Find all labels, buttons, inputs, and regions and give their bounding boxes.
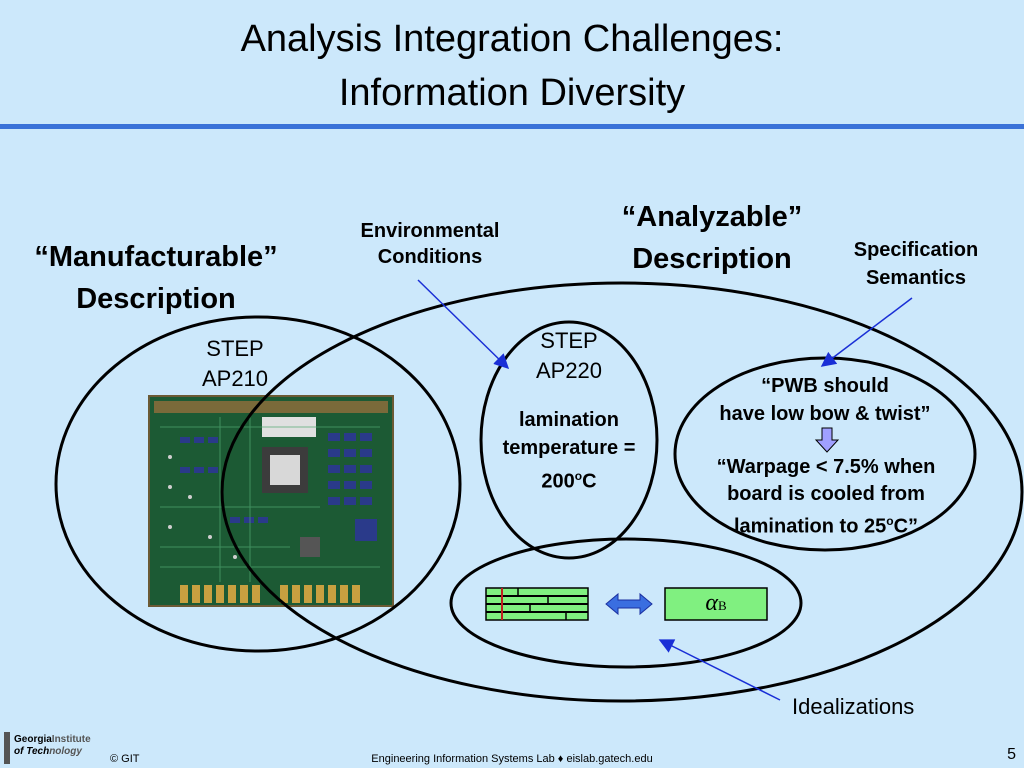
step220-line1: STEP <box>540 328 598 353</box>
lamination-value: 200 <box>541 470 575 493</box>
step-ap210-label: STEP AP210 <box>170 334 300 394</box>
double-arrow-icon <box>605 592 653 616</box>
environmental-line1: Environmental <box>360 220 500 242</box>
lamination-line3: 200oC <box>484 462 654 496</box>
title-divider <box>0 124 1024 129</box>
alpha-symbol: α <box>705 590 718 616</box>
lamination-line1: lamination <box>518 409 619 431</box>
pwb-requirement-text: “PWB should have low bow & twist” <box>690 372 960 428</box>
down-arrow-icon <box>814 427 840 453</box>
warpage-line3: lamination to 25oC” <box>690 508 962 541</box>
environmental-arrow <box>417 279 510 370</box>
environmental-conditions-label: Environmental Conditions <box>330 218 530 270</box>
lamination-temperature-text: lamination temperature = 200oC <box>484 406 654 496</box>
step220-line2: AP220 <box>535 358 603 383</box>
analyzable-line1: “Analyzable” <box>621 201 803 233</box>
pwb-line1: “PWB should <box>761 375 889 397</box>
logo-institute: Institute <box>51 734 91 745</box>
lamination-unit: C <box>582 470 597 493</box>
warpage-requirement-text: “Warpage < 7.5% when board is cooled fro… <box>690 454 962 541</box>
warpage-line2: board is cooled from <box>727 483 925 505</box>
step210-line1: STEP <box>206 336 264 361</box>
manufacturable-line1: “Manufacturable” <box>34 241 278 273</box>
copyright-text: © GIT <box>110 753 140 765</box>
environmental-line2: Conditions <box>377 246 483 268</box>
circuit-board-image <box>148 395 394 607</box>
step-ap220-ellipse <box>479 320 659 560</box>
analyzable-ellipse <box>220 281 1024 703</box>
idealization-ellipse <box>449 537 803 669</box>
idealizations-label: Idealizations <box>792 694 915 719</box>
idealizations-arrow <box>658 639 781 701</box>
alpha-subscript: B <box>717 598 727 613</box>
analyzable-line2: Description <box>632 243 792 275</box>
slide-title-line1: Analysis Integration Challenges: <box>240 18 784 60</box>
step210-line2: AP210 <box>201 366 269 391</box>
manufacturable-line2: Description <box>76 283 236 315</box>
alpha-b-box <box>664 587 768 621</box>
pwb-line2: have low bow & twist” <box>719 403 931 425</box>
georgia-tech-logo: GeorgiaInstitute of Technology <box>2 730 110 766</box>
logo-oftech: of Tech <box>14 746 50 757</box>
page-number: 5 <box>1007 746 1016 763</box>
analyzable-heading: “Analyzable” Description <box>590 196 834 280</box>
step-ap220-label: STEP AP220 <box>504 326 634 386</box>
warpage-pre: lamination to 25 <box>733 515 887 538</box>
specification-semantics-label: Specification Semantics <box>830 236 1002 292</box>
specification-line2: Semantics <box>865 267 967 289</box>
logo-georgia: Georgia <box>14 734 52 745</box>
lab-footer-text: Engineering Information Systems Lab ♦ ei… <box>371 753 653 765</box>
specification-arrow <box>820 297 913 367</box>
manufacturable-heading: “Manufacturable” Description <box>0 236 312 320</box>
logo-nology: nology <box>49 746 82 757</box>
circuit-board-drawing <box>150 397 392 605</box>
warpage-line1: “Warpage < 7.5% when <box>716 456 936 478</box>
lamination-degree: o <box>574 469 583 483</box>
slide-title-line2: Information Diversity <box>338 72 686 114</box>
warpage-post: C” <box>893 515 919 538</box>
alpha-b-label: αB <box>665 590 767 617</box>
specification-line1: Specification <box>853 239 979 261</box>
layered-board-icon <box>485 587 589 621</box>
warpage-degree: o <box>886 514 894 528</box>
manufacturable-ellipse <box>54 315 462 653</box>
logo-text: GeorgiaInstitute of Technology <box>14 734 91 758</box>
lamination-line2: temperature = <box>502 437 636 459</box>
logo-tower-icon <box>4 732 10 764</box>
